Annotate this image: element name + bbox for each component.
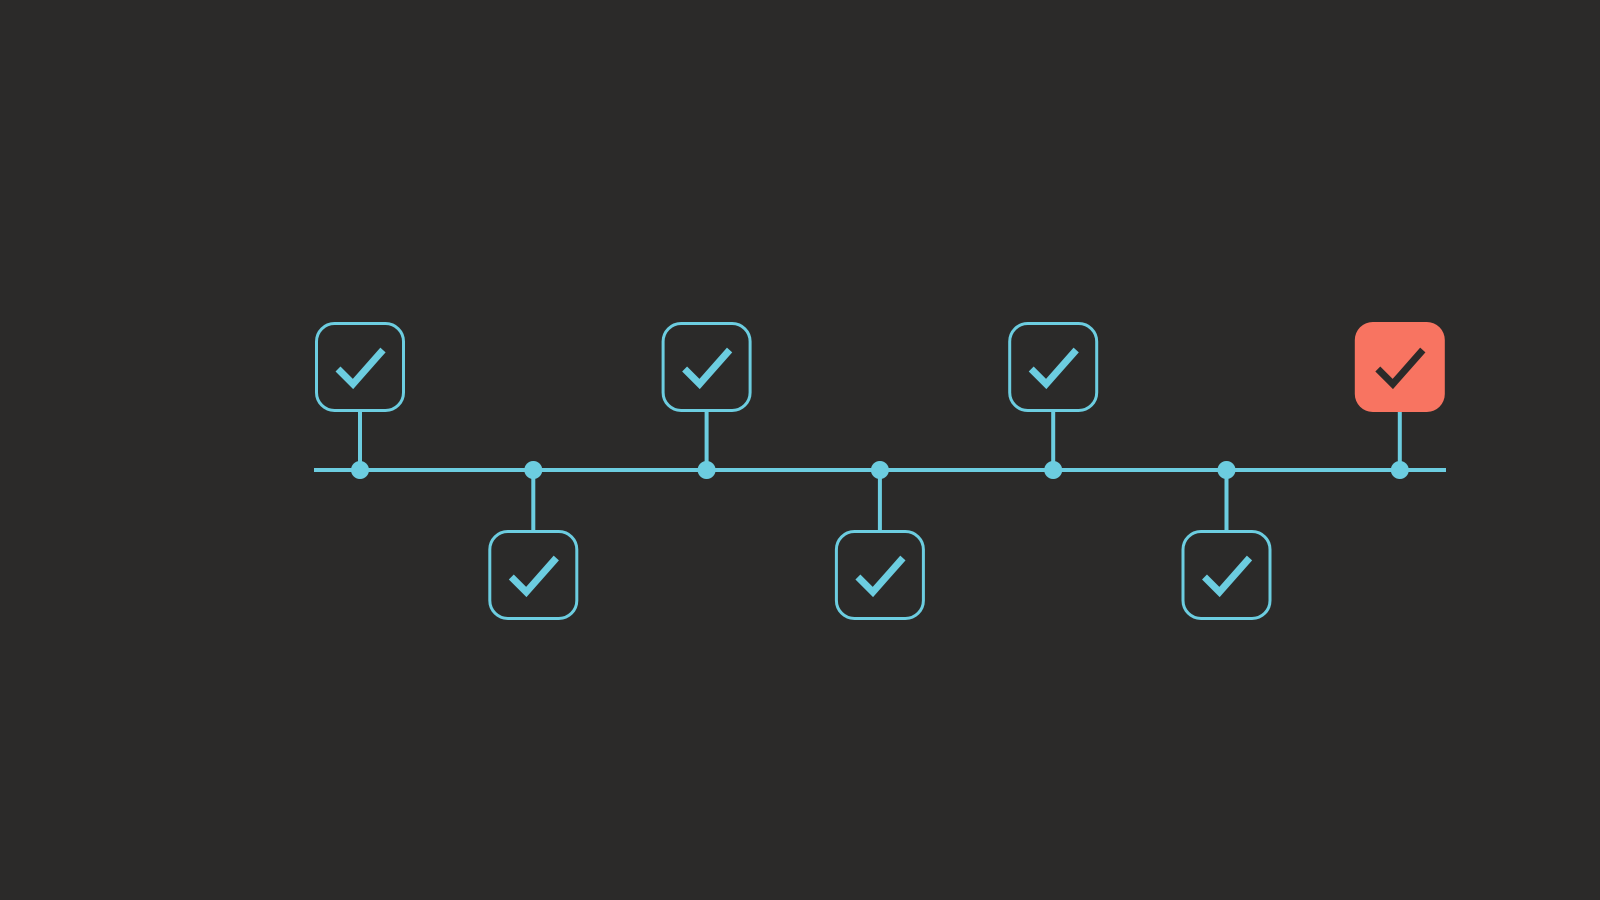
timeline-dot [1044, 461, 1063, 479]
milestone-box [315, 322, 405, 412]
milestone-6 [1181, 461, 1272, 620]
milestone-box [1008, 322, 1099, 412]
timeline-dot [1217, 461, 1236, 479]
check-icon [1028, 347, 1079, 390]
check-icon [508, 555, 559, 598]
check-icon [1375, 347, 1426, 390]
milestone-2 [488, 461, 579, 620]
milestones-group [315, 322, 1445, 620]
milestone-7 [1354, 322, 1445, 479]
milestone-box [661, 322, 752, 412]
check-icon [855, 555, 906, 598]
timeline-dot [870, 461, 889, 479]
timeline-dot [1390, 461, 1409, 479]
timeline-dot [524, 461, 543, 479]
check-icon [682, 347, 733, 390]
milestone-3 [661, 322, 752, 479]
milestone-box-highlighted [1354, 322, 1445, 412]
milestone-box [834, 530, 925, 620]
milestone-4 [834, 461, 925, 620]
timeline-dot [697, 461, 716, 479]
check-icon [335, 347, 386, 390]
timeline-dot [351, 461, 369, 479]
check-icon [1202, 555, 1253, 598]
milestone-box [488, 530, 579, 620]
milestone-1 [315, 322, 405, 479]
milestone-5 [1008, 322, 1099, 479]
milestone-box [1181, 530, 1272, 620]
